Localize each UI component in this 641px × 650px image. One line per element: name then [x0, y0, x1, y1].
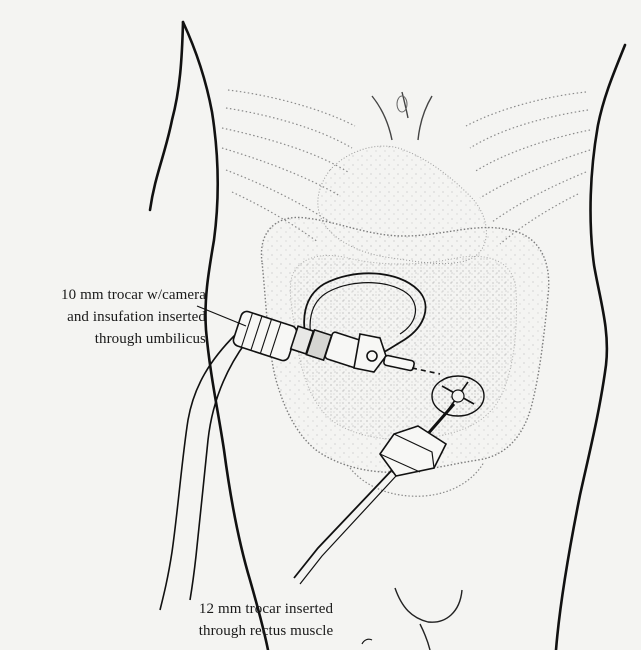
label-camera-trocar: 10 mm trocar w/camera and insufation ins… [6, 284, 206, 350]
label-rectus-trocar-line-1: 12 mm trocar inserted [166, 598, 366, 620]
left-arm-outline [150, 22, 183, 210]
camera-cable-1 [160, 334, 236, 610]
label-camera-trocar-line-3: through umbilicus [6, 328, 206, 350]
rectus-trocar-rod [294, 470, 392, 578]
umbilical-port [432, 376, 484, 416]
label-rectus-trocar-line-2: through rectus muscle [166, 620, 366, 642]
label-camera-trocar-line-2: and insufation inserted [6, 306, 206, 328]
label-rectus-trocar: 12 mm trocar inserted through rectus mus… [166, 598, 366, 642]
label-camera-trocar-line-1: 10 mm trocar w/camera [6, 284, 206, 306]
camera-cable-2 [190, 342, 246, 600]
sternum [372, 92, 432, 140]
groin-contour [395, 588, 462, 650]
